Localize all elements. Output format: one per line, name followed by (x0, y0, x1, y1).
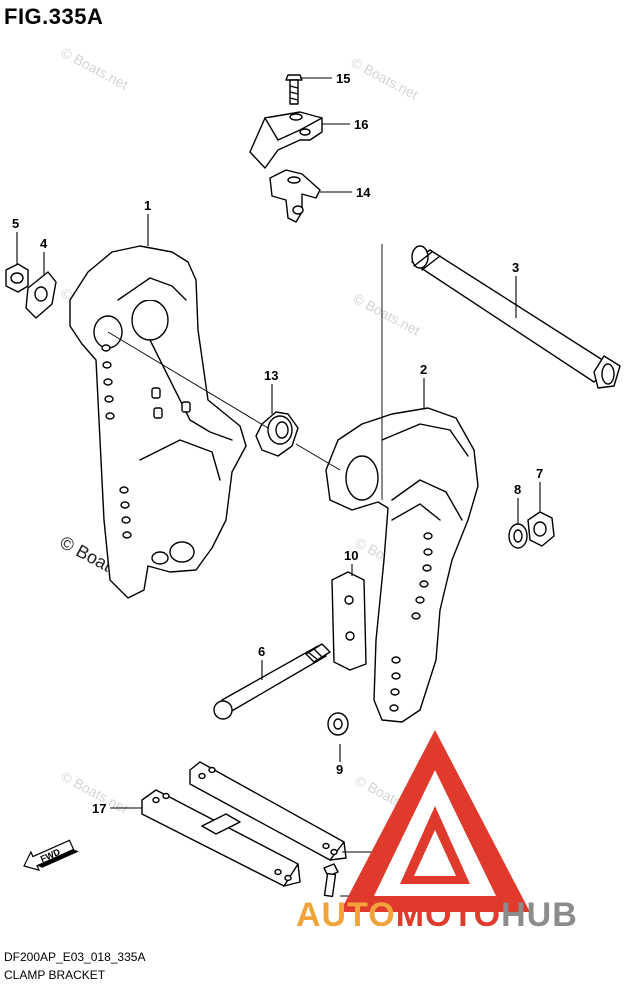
figure-code: DF200AP_E03_018_335A (4, 950, 146, 964)
pad-17 (141, 789, 301, 887)
part-label-8: 8 (514, 482, 521, 497)
part-label-14: 14 (356, 185, 371, 200)
part-label-6: 6 (258, 644, 265, 659)
part-label-16: 16 (354, 117, 368, 132)
washer-4 (25, 271, 57, 319)
part-label-15: 15 (336, 71, 350, 86)
clip-14 (269, 169, 321, 223)
logo-moto: MOTO (395, 896, 502, 934)
part-label-5: 5 (12, 216, 19, 231)
part-label-7: 7 (536, 466, 543, 481)
part-label-3: 3 (512, 260, 519, 275)
figure-name: CLAMP BRACKET (4, 968, 106, 982)
nut-5 (5, 263, 29, 293)
part-label-2: 2 (420, 362, 427, 377)
part-label-17: 17 (92, 801, 106, 816)
nut-7 (527, 511, 555, 547)
logo-triangle-icon (340, 730, 530, 912)
plate-10 (331, 571, 367, 671)
plate-16 (249, 111, 323, 169)
bolt-6 (213, 643, 331, 720)
part-label-13: 13 (264, 368, 278, 383)
logo-hub: HUB (501, 896, 578, 934)
part-label-10: 10 (344, 548, 358, 563)
screw-12 (323, 863, 339, 898)
figure-title: FIG.335A (4, 4, 104, 29)
automotohub-logo: AUTOMOTOHUB (296, 896, 578, 935)
part-label-1: 1 (144, 198, 151, 213)
clamp-bracket-1 (69, 245, 247, 599)
logo-auto: AUTO (296, 896, 396, 934)
fwd-arrow-icon: FWD (23, 839, 79, 872)
bolt-15 (285, 74, 303, 105)
clamp-bracket-2 (325, 407, 479, 723)
part-label-4: 4 (40, 236, 48, 251)
washer-8 (508, 523, 528, 549)
pad-17 (189, 761, 347, 861)
washer-9 (327, 712, 349, 736)
tilt-tube-3 (411, 245, 621, 389)
bushing-13 (255, 411, 299, 457)
part-label-9: 9 (336, 762, 343, 777)
